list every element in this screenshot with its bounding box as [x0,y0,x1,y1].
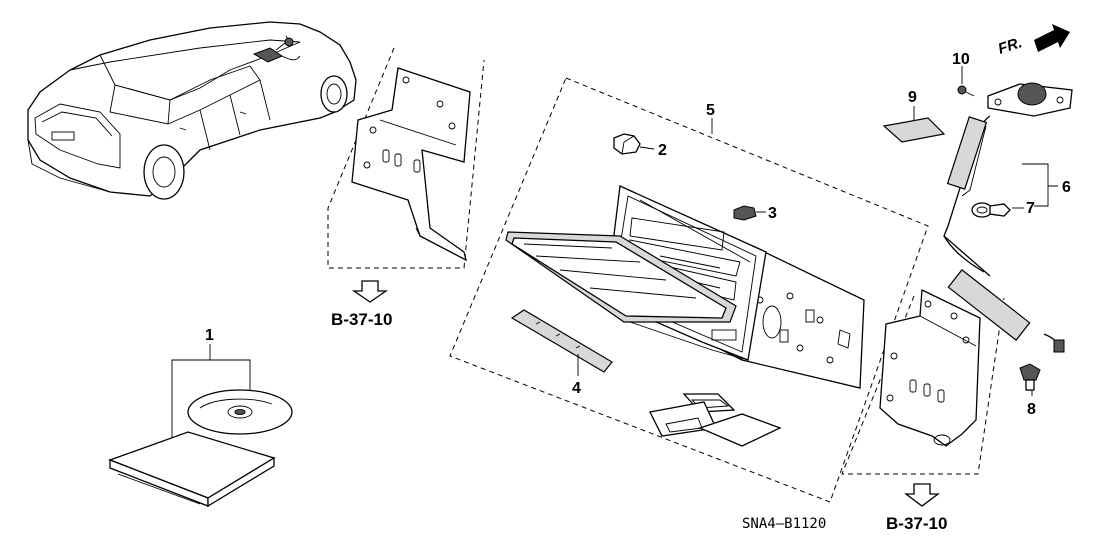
callout-10: 10 [952,51,970,68]
callout-3: 3 [768,205,777,222]
diagram-code: SNA4—B1120 [742,516,826,532]
left-bracket-group [327,47,485,269]
direction-label: FR. [996,34,1024,58]
callout-bracket-6 [1022,163,1058,207]
callout-4: 4 [572,380,581,397]
callout-6: 6 [1062,179,1071,196]
documents-group [649,393,782,447]
antenna-assembly [943,82,1073,353]
navigation-front-panel [505,231,749,361]
callout-8: 8 [1027,401,1036,418]
front-arrow-icon [1034,24,1070,52]
callout-1: 1 [205,327,214,344]
screw-part-10 [957,85,975,97]
car-rear-view-icon [27,21,357,200]
callout-9: 9 [908,89,917,106]
bolt-part-8 [1019,363,1041,391]
right-mounting-bracket [879,289,981,447]
right-bracket-group [841,289,1005,475]
callout-7: 7 [1026,200,1035,217]
left-mounting-bracket [351,67,471,262]
knob-part-3 [733,205,757,221]
left-reference-arrow [351,280,389,303]
reference-label-left: B-37-10 [331,310,392,329]
disc-and-case-part-1 [108,359,293,508]
callout-5: 5 [706,102,715,119]
navigation-unit-group [449,77,929,503]
panel-strip-part-4 [510,309,613,373]
right-reference-arrow [904,483,940,507]
reference-label-right: B-37-10 [886,514,947,533]
callout-2: 2 [658,142,667,159]
cable-clip-part-7 [971,202,1011,218]
pad-part-9 [882,117,946,143]
knob-part-2 [613,133,641,155]
